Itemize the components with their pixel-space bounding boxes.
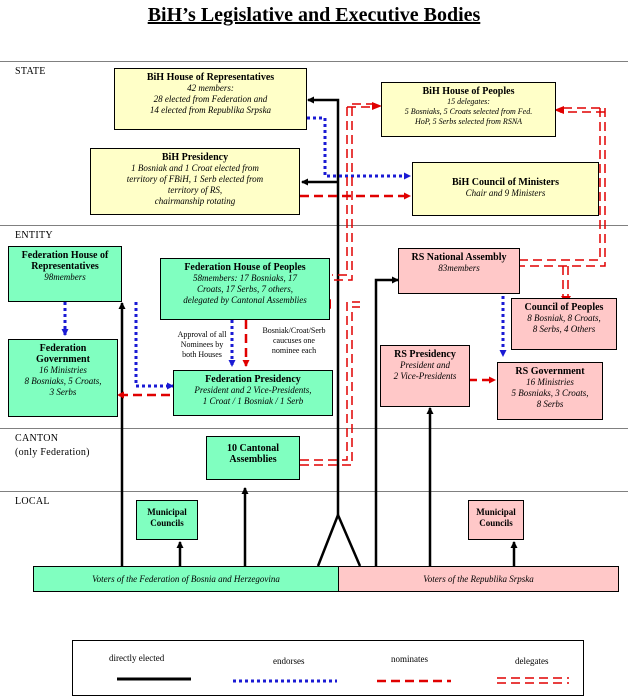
section-state: STATE [15, 66, 46, 77]
fed-gov-body: 16 Ministries 8 Bosniaks, 5 Croats, 3 Se… [24, 365, 102, 397]
cantonal-assemblies: 10 Cantonal Assemblies [206, 436, 300, 480]
rs-presidency: RS Presidency President and 2 Vice-Presi… [380, 345, 470, 407]
fed-hop-body: 58members: 17 Bosniaks, 17 Croats, 17 Se… [183, 273, 307, 305]
section-canton: CANTON [15, 433, 59, 444]
bih-hor-body: 42 members: 28 elected from Federation a… [149, 83, 272, 115]
rs-na-title: RS National Assembly [411, 252, 507, 263]
state-divider [0, 61, 628, 62]
municipal-councils-rs: Municipal Councils [468, 500, 524, 540]
bih-house-of-representatives: BiH House of Representatives 42 members:… [114, 68, 307, 130]
bih-council-of-ministers: BiH Council of Ministers Chair and 9 Min… [412, 162, 599, 216]
federation-government: Federation Government 16 Ministries 8 Bo… [8, 339, 118, 417]
bih-council-body: Chair and 9 Ministers [465, 188, 546, 198]
local-divider [0, 491, 628, 492]
rs-presidency-body: President and 2 Vice-Presidents [393, 360, 457, 381]
fed-gov-title: Federation Government [36, 343, 90, 365]
section-canton-note: (only Federation) [15, 447, 90, 458]
bih-presidency: BiH Presidency 1 Bosniak and 1 Croat ele… [90, 148, 300, 215]
caucuses-note: Bosniak/Croat/Serb caucuses one nominee … [262, 326, 326, 355]
federation-presidency: Federation Presidency President and 2 Vi… [173, 370, 333, 416]
bih-council-title: BiH Council of Ministers [452, 177, 559, 188]
bih-hop-title: BiH House of Peoples [422, 86, 515, 97]
rs-na-body: 83members [438, 263, 480, 273]
federation-house-of-representatives: Federation House of Representatives 98me… [8, 246, 122, 302]
bih-hor-title: BiH House of Representatives [146, 72, 275, 83]
legend-label-elected: directly elected [109, 653, 165, 663]
bih-presidency-body: 1 Bosniak and 1 Croat elected from terri… [126, 163, 264, 206]
legend-label-nominates: nominates [391, 654, 428, 664]
bih-house-of-peoples: BiH House of Peoples 15 delegates: 5 Bos… [381, 82, 556, 137]
mun-rs-title: Municipal Councils [476, 507, 516, 528]
cantonal-title: 10 Cantonal Assemblies [227, 443, 279, 465]
approval-note: Approval of all Nominees by both Houses [177, 330, 227, 359]
rs-gov-body: 16 Ministries 5 Bosniaks, 3 Croats, 8 Se… [511, 377, 589, 409]
fed-presidency-title: Federation Presidency [205, 374, 301, 385]
legend: directly elected endorses nominates dele… [72, 640, 584, 696]
rs-presidency-title: RS Presidency [394, 349, 456, 360]
council-peoples-body: 8 Bosniak, 8 Croats, 8 Serbs, 4 Others [527, 313, 601, 334]
federation-house-of-peoples: Federation House of Peoples 58members: 1… [160, 258, 330, 320]
municipal-councils-federation: Municipal Councils [136, 500, 198, 540]
section-local: LOCAL [15, 496, 50, 507]
council-peoples-title: Council of Peoples [524, 302, 604, 313]
mun-fed-title: Municipal Councils [147, 507, 187, 528]
fed-hop-title: Federation House of Peoples [184, 262, 306, 273]
council-of-peoples: Council of Peoples 8 Bosniak, 8 Croats, … [511, 298, 617, 350]
voters-federation: Voters of the Federation of Bosnia and H… [33, 566, 339, 592]
legend-label-endorses: endorses [273, 656, 305, 666]
rs-government: RS Government 16 Ministries 5 Bosniaks, … [497, 362, 603, 420]
section-entity: ENTITY [15, 230, 53, 241]
legend-swatches [117, 677, 569, 684]
legend-label-delegates: delegates [515, 656, 549, 666]
entity-divider [0, 225, 628, 226]
voters-rs: Voters of the Republika Srpska [338, 566, 619, 592]
canton-divider [0, 428, 628, 429]
fed-presidency-body: President and 2 Vice-Presidents, 1 Croat… [194, 385, 312, 406]
fed-hor-title: Federation House of Representatives [21, 250, 109, 272]
bih-hop-body: 15 delegates: 5 Bosniaks, 5 Croats selec… [404, 97, 533, 126]
fed-hor-body: 98members [44, 272, 86, 282]
rs-national-assembly: RS National Assembly 83members [398, 248, 520, 294]
rs-gov-title: RS Government [515, 366, 585, 377]
bih-presidency-title: BiH Presidency [161, 152, 229, 163]
diagram-title: BiH’s Legislative and Executive Bodies [147, 4, 481, 26]
